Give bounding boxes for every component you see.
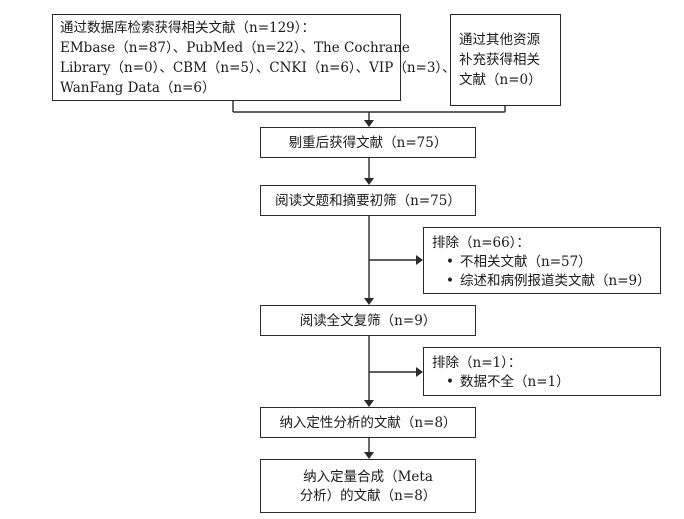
arrow-to-exclusion-2 [416, 367, 423, 377]
quantitative-synthesis-line-1: 纳入定量合成（Meta [303, 469, 433, 485]
other-sources-line-3: 文献（n=0） [459, 72, 542, 88]
arrow-to-fulltext [364, 298, 374, 305]
arrow-to-exclusion-1 [416, 255, 423, 265]
quantitative-synthesis-line-2: 分析）的文献（n=8） [299, 488, 437, 504]
title-abstract-screening-label: 阅读文题和摘要初筛（n=75） [275, 193, 461, 209]
exclusion-2-bullet-1: • [446, 374, 454, 390]
arrow-to-dedup [364, 120, 374, 127]
dedup-label: 剔重后获得文献（n=75） [288, 135, 448, 151]
exclusion-1-bullet-2: • [446, 273, 454, 289]
exclusion-1-item-2: 综述和病例报道类文献（n=9） [460, 273, 651, 289]
other-sources-line-1: 通过其他资源 [459, 32, 540, 48]
exclusion-box-2: 排除（n=1）： • 数据不全（n=1） [423, 347, 661, 396]
exclusion-2-item-1: 数据不全（n=1） [460, 374, 570, 390]
qualitative-synthesis-label: 纳入定性分析的文献（n=8） [279, 415, 457, 431]
fulltext-screening-label: 阅读全文复筛（n=9） [299, 313, 437, 329]
exclusion-2-header: 排除（n=1）： [432, 355, 522, 371]
database-search-box: 通过数据库检索获得相关文献（n=129）： EMbase（n=87）、PubMe… [52, 14, 456, 101]
arrow-to-qualitative [364, 400, 374, 407]
exclusion-1-item-1: 不相关文献（n=57） [460, 254, 592, 270]
database-search-line-1: 通过数据库检索获得相关文献（n=129）： [60, 20, 316, 36]
other-sources-line-2: 补充获得相关 [459, 52, 540, 68]
title-abstract-screening-box: 阅读文题和摘要初筛（n=75） [260, 185, 476, 216]
database-search-line-4: WanFang Data（n=6） [60, 80, 216, 96]
dedup-box: 剔重后获得文献（n=75） [260, 127, 476, 158]
other-sources-box: 通过其他资源 补充获得相关 文献（n=0） [450, 14, 561, 106]
database-search-line-2: EMbase（n=87）、PubMed（n=22）、The Cochrane [60, 40, 410, 56]
qualitative-synthesis-box: 纳入定性分析的文献（n=8） [260, 407, 476, 438]
fulltext-screening-box: 阅读全文复筛（n=9） [260, 305, 476, 336]
exclusion-box-1: 排除（n=66）： • 不相关文献（n=57） • 综述和病例报道类文献（n=9… [423, 227, 661, 294]
database-search-line-3: Library（n=0）、CBM（n=5）、CNKI（n=6）、VIP（n=3）… [60, 60, 456, 76]
arrow-to-screening [364, 178, 374, 185]
arrow-to-quantitative [364, 452, 374, 459]
exclusion-1-bullet-1: • [446, 254, 454, 270]
exclusion-1-header: 排除（n=66）： [432, 235, 530, 251]
quantitative-synthesis-box: 纳入定量合成（Meta 分析）的文献（n=8） [260, 459, 476, 513]
